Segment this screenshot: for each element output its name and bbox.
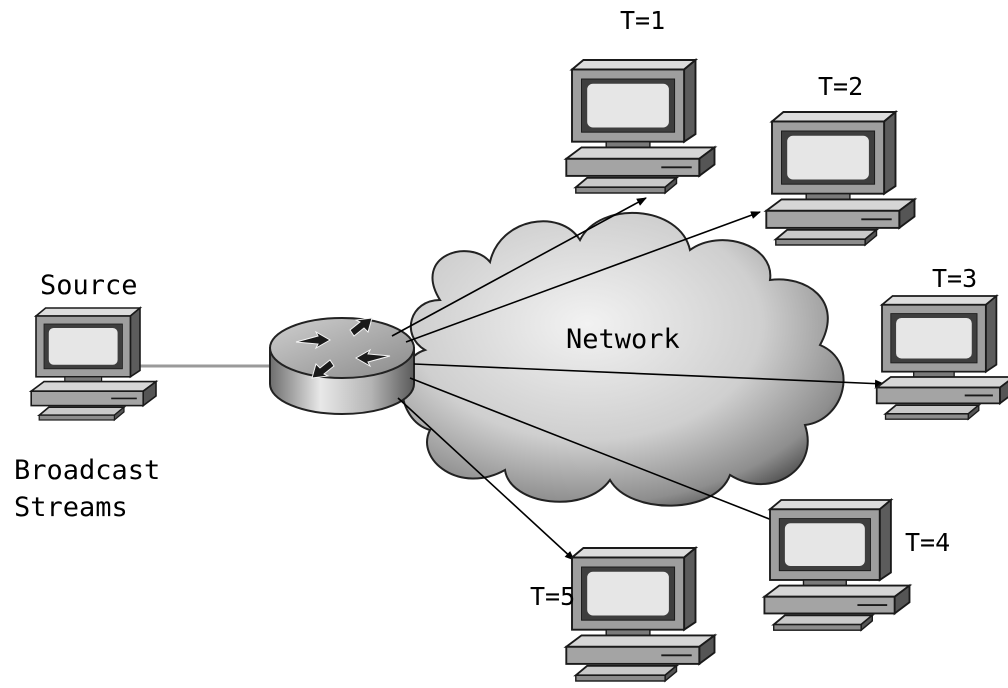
receiver-label-t3: T=3 (932, 264, 978, 293)
network-label: Network (566, 324, 680, 355)
receiver-label-t5: T=5 (530, 582, 576, 611)
router-icon (269, 317, 415, 415)
source-label: Source (40, 270, 138, 301)
arrow-to-t2 (405, 211, 761, 343)
arrow-to-t3 (413, 363, 885, 388)
caption-line-2: Streams (14, 492, 128, 523)
arrow-to-t4 (409, 377, 783, 525)
source-computer-icon (30, 307, 157, 421)
receiver-computer-t2-icon (765, 111, 916, 246)
receiver-computer-t5-icon (565, 547, 716, 682)
caption-line-1: Broadcast (14, 455, 161, 486)
broadcast-arrows (391, 197, 885, 561)
arrow-to-t1 (391, 197, 647, 337)
receiver-label-t2: T=2 (818, 72, 864, 101)
receiver-computer-t3-icon (875, 295, 1008, 421)
network-cloud (401, 211, 845, 507)
receiver-computer-t1-icon (565, 59, 716, 194)
receiver-computer-t4-icon (763, 499, 911, 632)
arrow-to-t5 (397, 397, 575, 561)
receiver-label-t4: T=4 (905, 528, 951, 557)
receiver-label-t1: T=1 (620, 6, 666, 35)
